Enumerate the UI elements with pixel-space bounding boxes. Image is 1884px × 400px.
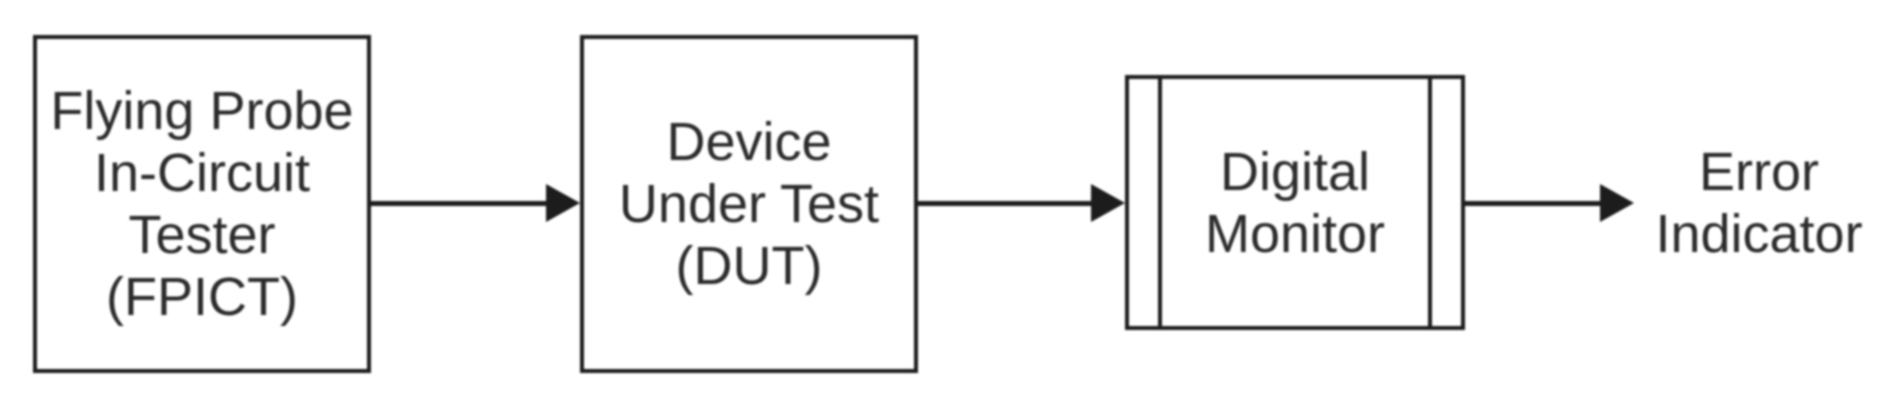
node-fpict: Flying Probe In-Circuit Tester (FPICT) xyxy=(33,35,371,373)
arrow-head-icon xyxy=(546,184,580,222)
arrow-dut-to-digital-monitor xyxy=(917,184,1125,222)
node-error-indicator-label: Error Indicator xyxy=(1655,142,1863,264)
node-dut: Device Under Test (DUT) xyxy=(580,35,918,373)
arrow-head-icon xyxy=(1091,184,1125,222)
predefined-process-right-bar xyxy=(1428,79,1432,326)
arrow-fpict-to-dut xyxy=(370,184,580,222)
node-error-indicator: Error Indicator xyxy=(1629,140,1884,266)
arrow-shaft xyxy=(917,200,1091,206)
node-digital-monitor-label: Digital Monitor xyxy=(1204,141,1386,264)
node-fpict-label: Flying Probe In-Circuit Tester (FPICT) xyxy=(50,81,354,327)
arrow-shaft xyxy=(1465,200,1600,206)
node-digital-monitor: Digital Monitor xyxy=(1125,75,1465,330)
arrow-shaft xyxy=(370,200,546,206)
predefined-process-left-bar xyxy=(1158,79,1162,326)
arrow-head-icon xyxy=(1600,184,1634,222)
node-dut-label: Device Under Test (DUT) xyxy=(618,112,880,296)
arrow-digital-monitor-to-error-indicator xyxy=(1465,184,1634,222)
